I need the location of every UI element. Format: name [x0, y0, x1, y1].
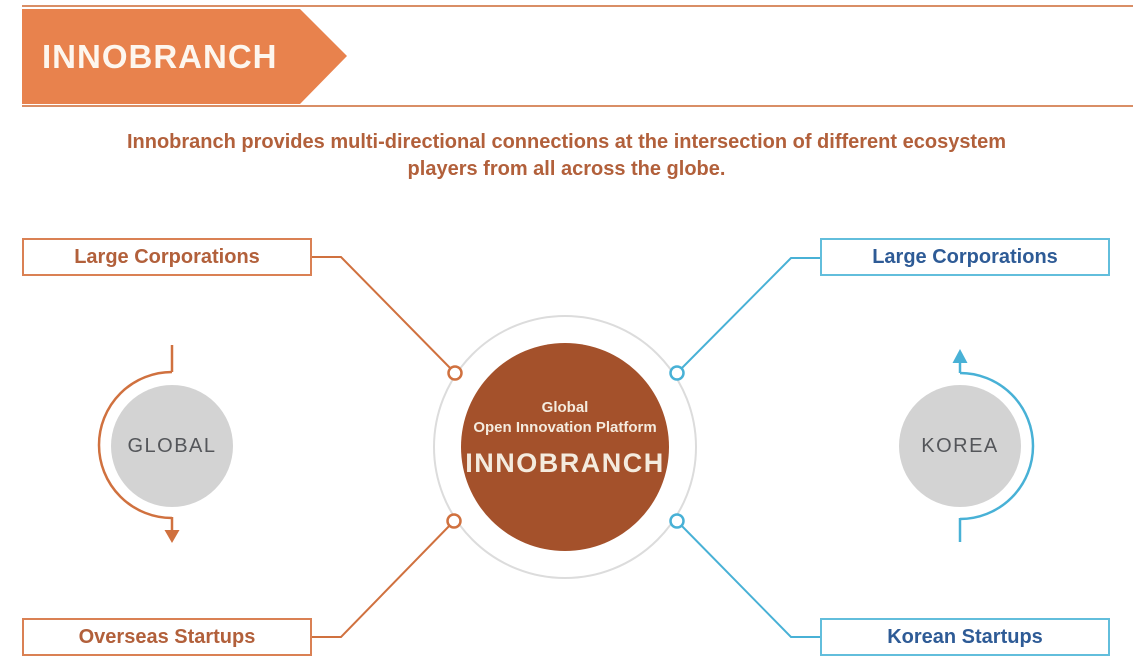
page-title: INNOBRANCH	[42, 38, 278, 75]
box-large-corporations-korea: Large Corporations	[820, 238, 1110, 276]
up-arrow-icon	[952, 349, 968, 363]
box-korean-startups: Korean Startups	[820, 618, 1110, 656]
korea-flow-arc	[959, 371, 1035, 521]
box-label: Korean Startups	[887, 625, 1043, 648]
center-platform-name: INNOBRANCH	[465, 448, 665, 478]
center-platform-label: Global Open Innovation Platform INNOBRAN…	[445, 398, 685, 479]
hub-korea-label: KOREA	[921, 434, 999, 457]
center-label-line2: Open Innovation Platform	[473, 419, 657, 436]
box-label: Large Corporations	[872, 245, 1058, 268]
hub-global-label: GLOBAL	[127, 434, 217, 457]
node-top-left	[447, 365, 463, 381]
center-label-line1: Global	[541, 399, 589, 416]
connector-bottom-left	[312, 520, 455, 638]
node-bottom-right	[669, 513, 685, 529]
box-large-corporations-global: Large Corporations	[22, 238, 312, 276]
header-top-rule	[22, 5, 1133, 7]
box-label: Large Corporations	[74, 245, 260, 268]
hub-korea-circle: KOREA	[899, 385, 1021, 507]
node-top-right	[669, 365, 685, 381]
connector-top-left	[312, 256, 456, 374]
title-banner: INNOBRANCH	[22, 9, 347, 104]
subtitle-line-2: players from all across the globe.	[407, 158, 726, 180]
box-label: Overseas Startups	[78, 625, 256, 648]
subtitle-line-1: Innobranch provides multi-directional co…	[126, 131, 1007, 153]
node-bottom-left	[446, 513, 462, 529]
connector-bottom-right	[676, 520, 820, 638]
hub-global-circle: GLOBAL	[111, 385, 233, 507]
global-flow-arc	[97, 370, 173, 520]
center-circle	[461, 343, 669, 551]
connector-top-right	[676, 257, 820, 374]
slide-subtitle: Innobranch provides multi-directional co…	[0, 129, 1133, 183]
header-bottom-rule	[22, 105, 1133, 107]
down-arrow-icon	[164, 530, 180, 543]
box-overseas-startups: Overseas Startups	[22, 618, 312, 656]
